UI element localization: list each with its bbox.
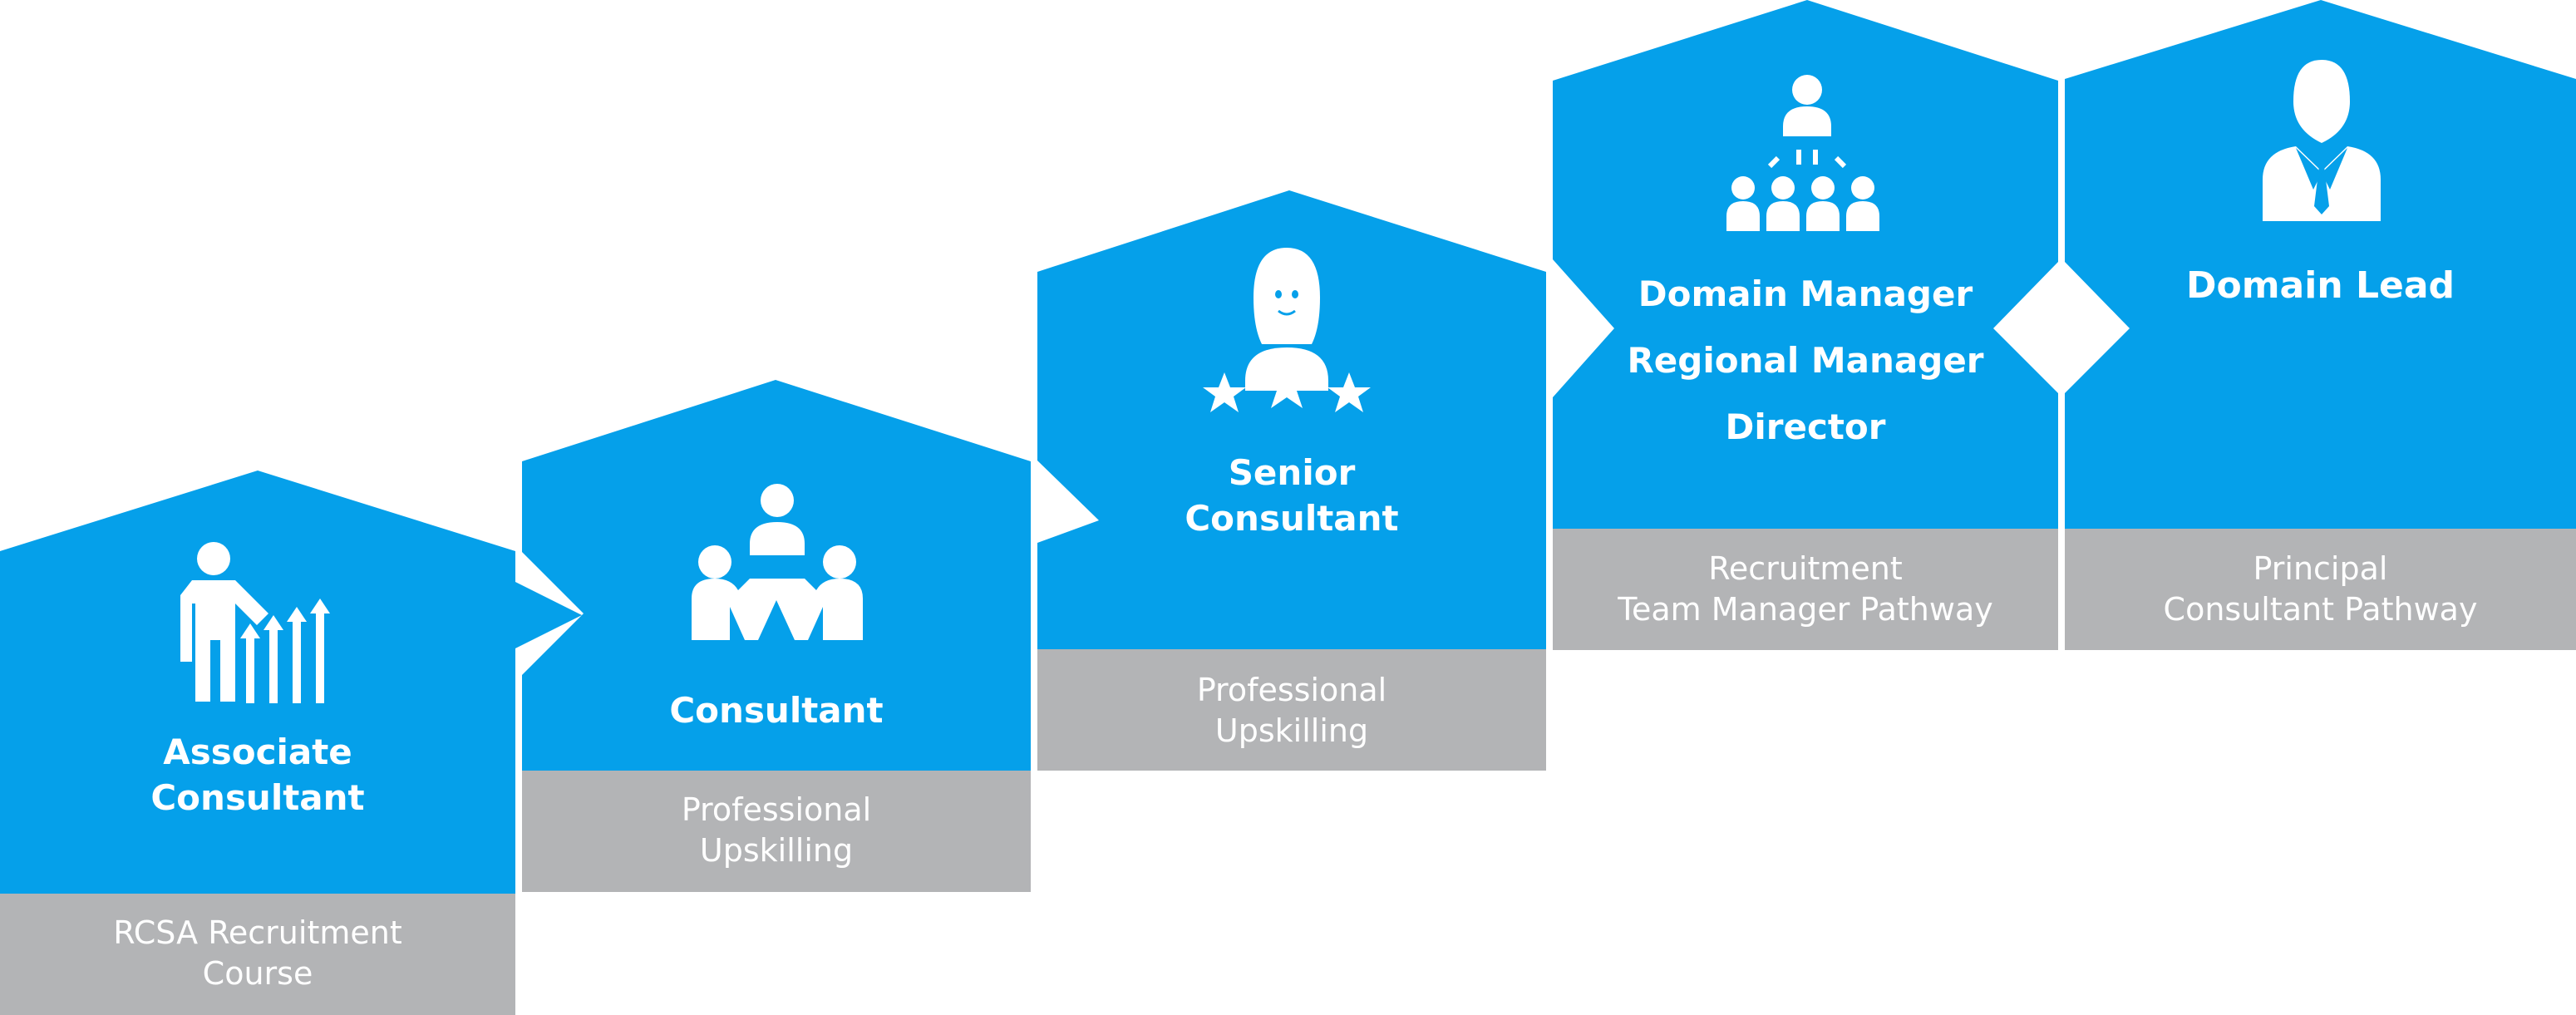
step-4-title-line: Regional Manager: [1627, 340, 1984, 381]
step-1-caption-bar: [0, 894, 515, 1015]
step-4-caption: Recruitment Team Manager Pathway: [1553, 549, 2058, 631]
step-3-caption: Professional Upskilling: [1037, 670, 1546, 752]
step-1-house: [0, 471, 582, 894]
step-2-title: Consultant: [522, 688, 1031, 734]
step-1-title: Associate Consultant: [0, 730, 515, 820]
step-5-caption: Principal Consultant Pathway: [2065, 549, 2576, 631]
step-5-house: [2065, 0, 2576, 529]
step-2-house: [522, 380, 1031, 771]
step-3-title-line: Senior: [1228, 452, 1356, 493]
step-1-title-line: Associate: [163, 732, 352, 772]
step-3-caption-bar: [1037, 649, 1546, 771]
step-1-title-line: Consultant: [150, 776, 365, 818]
step-3-house: [1037, 190, 1546, 649]
step-4-caption-line: Team Manager Pathway: [1618, 591, 1993, 628]
step-3-title: Senior Consultant: [1037, 451, 1546, 541]
businessman-tie-icon: [2263, 60, 2381, 221]
step-4-title-line: Domain Manager: [1638, 273, 1973, 314]
step-3-title-line: Consultant: [1185, 497, 1399, 539]
step-1-caption: RCSA Recruitment Course: [0, 913, 515, 995]
team-meeting-icon: [692, 484, 863, 640]
step-5-caption-line: Consultant Pathway: [2163, 591, 2478, 628]
step-2-caption-bar: [522, 771, 1031, 892]
step-2-caption-line: Upskilling: [699, 832, 854, 870]
step-4-house: [1553, 0, 2058, 529]
step-1-caption-line: RCSA Recruitment: [113, 914, 402, 951]
step-4-caption-line: Recruitment: [1708, 550, 1903, 587]
step-3-caption-line: Upskilling: [1214, 712, 1369, 750]
step-5-caption-bar: [2065, 529, 2576, 650]
step-1-caption-line: Course: [202, 955, 313, 993]
step-4-title-line: Director: [1725, 406, 1886, 447]
growth-arrows-person-icon: [180, 542, 330, 703]
org-hierarchy-icon: [1726, 75, 1879, 231]
step-2-title-line: Consultant: [669, 690, 884, 731]
step-4-title: Domain Manager Regional Manager Director: [1553, 261, 2058, 461]
step-5-title-line: Domain Lead: [2185, 264, 2455, 307]
step-5-caption-line: Principal: [2253, 550, 2388, 587]
step-2-caption-line: Professional: [681, 791, 872, 828]
step-2-caption: Professional Upskilling: [522, 790, 1031, 872]
step-4-caption-bar: [1553, 529, 2058, 650]
step-3-caption-line: Professional: [1196, 672, 1387, 708]
woman-three-stars-icon: [1203, 248, 1371, 412]
step-5-title: Domain Lead: [2065, 262, 2576, 309]
